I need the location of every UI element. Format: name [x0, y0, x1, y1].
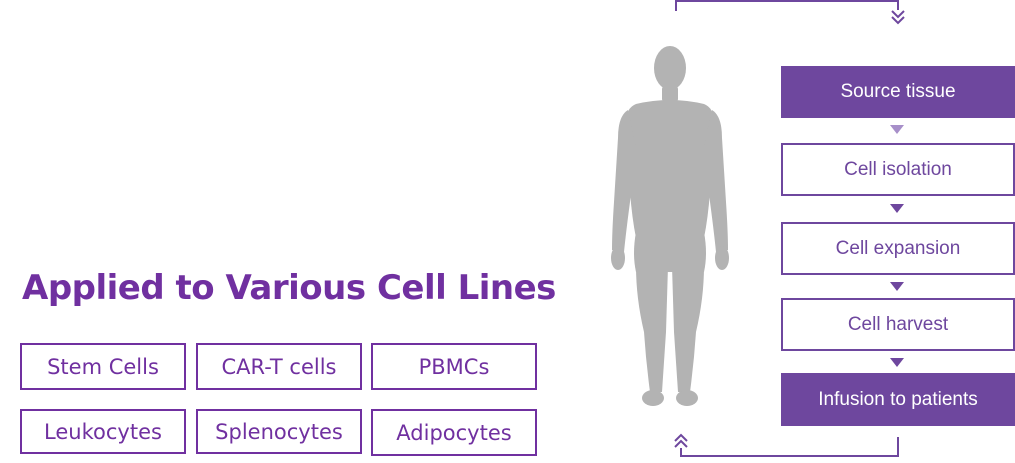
cell-line-splenocytes: Splenocytes [196, 409, 362, 454]
cell-line-adipocytes: Adipocytes [371, 409, 537, 456]
cell-line-leukocytes: Leukocytes [20, 409, 186, 454]
loop-line-bottom-vertical-right [897, 437, 899, 456]
double-chevron-down-icon [891, 10, 905, 25]
page-title: Applied to Various Cell Lines [22, 268, 556, 308]
cell-line-stem-cells: Stem Cells [20, 343, 186, 390]
arrow-down-icon [890, 282, 904, 291]
step-infusion-to-patients: Infusion to patients [781, 373, 1015, 426]
arrow-down-icon [890, 204, 904, 213]
loop-line-bottom-horizontal [680, 455, 899, 457]
step-cell-isolation: Cell isolation [781, 143, 1015, 196]
human-body-icon [611, 46, 729, 406]
cell-line-car-t-cells: CAR-T cells [196, 343, 362, 390]
double-chevron-up-icon [674, 433, 688, 448]
cell-line-pbmcs: PBMCs [371, 343, 537, 390]
step-cell-harvest: Cell harvest [781, 298, 1015, 351]
step-cell-expansion: Cell expansion [781, 222, 1015, 275]
loop-line-top-vertical-left [675, 0, 677, 11]
loop-line-top-horizontal [675, 0, 899, 2]
loop-line-top-vertical-right [897, 0, 899, 10]
step-source-tissue: Source tissue [781, 66, 1015, 118]
loop-line-bottom-vertical-left [680, 448, 682, 457]
arrow-down-icon [890, 125, 904, 134]
arrow-down-icon [890, 358, 904, 367]
